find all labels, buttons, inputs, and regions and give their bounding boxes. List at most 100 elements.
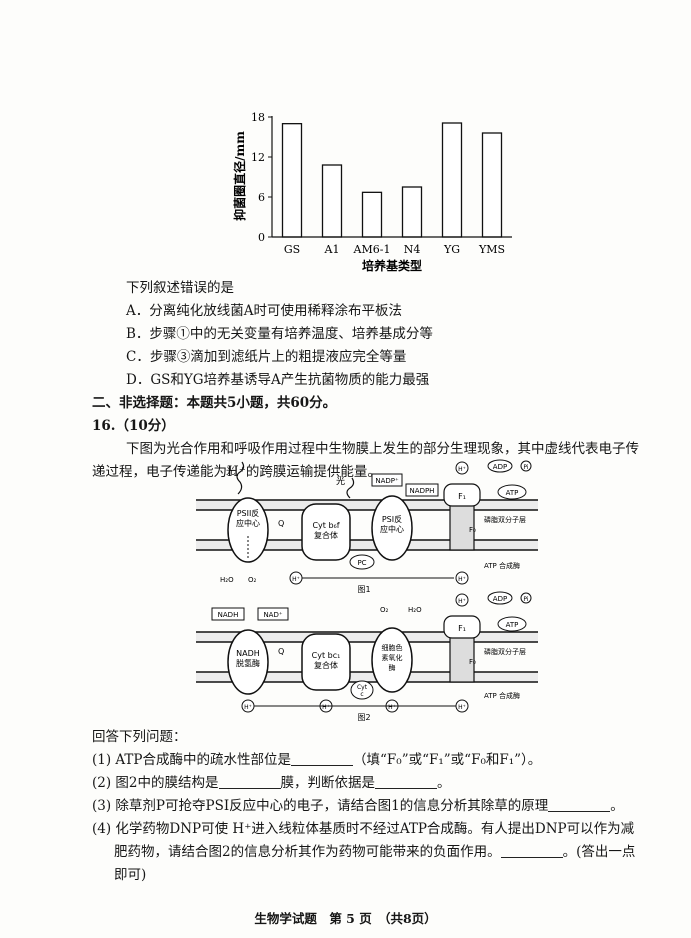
fig2-h2o: H₂O: [408, 606, 422, 614]
x-tick-label: A1: [324, 243, 340, 256]
q16-intro-line1: 下图为光合作用和呼吸作用过程中生物膜上发生的部分生理现象，其中虚线代表电子传: [126, 441, 639, 457]
fig2-pi: Pi: [523, 596, 528, 603]
fig2-nadh: NADH: [218, 611, 239, 619]
q15-stem: 下列叙述错误的是: [126, 280, 234, 296]
fig1-light-label: 光: [226, 465, 235, 477]
fig2-cyt-label: Cyt bc₁: [312, 651, 341, 660]
answer-blank-2a[interactable]: [218, 776, 281, 789]
q16-sub2-mid: 膜，判断依据是: [280, 775, 376, 791]
fig2-nadh-dehydrogenase: [227, 629, 269, 695]
q16-sub3-text: (3) 除草剂P可抢夺PSI反应中心的电子，请结合图1的信息分析其除草的原理: [92, 798, 549, 814]
q15-option-d: D．GS和YG培养基诱导A产生抗菌物质的能力最强: [126, 372, 430, 388]
chart-xlabel: 培养基类型: [362, 258, 422, 273]
fig1-psii-label: PSII反: [237, 508, 260, 518]
y-tick-label: 0: [258, 231, 265, 244]
figure-1-thylakoid: 光 光 PSII反 应中心 Q Cyt b₆f 复合体 PSI反 应中心 PC …: [196, 459, 538, 594]
bar-am6-1: [361, 191, 383, 238]
fig1-atp: ATP: [506, 489, 519, 497]
x-tick-label: N4: [404, 243, 421, 256]
fig2-f0: F₀: [469, 658, 476, 666]
fig1-psi-label-2: 应中心: [380, 524, 404, 534]
fig1-h-top: H⁺: [458, 466, 466, 473]
fig2-cyt-bc1: [301, 633, 351, 691]
section-2-heading: 二、非选择题：本题共5小题，共60分。: [92, 395, 337, 411]
fig2-cox-label: 细胞色: [382, 643, 403, 652]
fig2-cox-label-2: 素氧化: [382, 653, 403, 662]
fig2-cytc-label-2: c: [360, 691, 363, 698]
answer-blank-4[interactable]: [500, 845, 563, 858]
x-tick-label: YMS: [478, 243, 505, 256]
fig1-psi-center: [371, 495, 413, 561]
answer-blank-1[interactable]: [291, 753, 354, 766]
x-tick-label: AM6-1: [353, 243, 391, 256]
fig1-h-bottom: H⁺: [458, 576, 466, 583]
fig1-pc-label: PC: [357, 559, 366, 567]
fig1-nadph: NADPH: [410, 487, 435, 495]
x-tick-label: GS: [284, 243, 300, 256]
fig2-f1: F₁: [458, 624, 466, 633]
q16-sub4-text: 肥药物，请结合图2的信息分析其作为药物可能带来的负面作用。: [114, 844, 501, 860]
bar-gs: [281, 123, 303, 238]
fig2-cyt-c: [350, 680, 374, 700]
figure-2-mitochondria: NADH NAD⁺ NADH 脱氢酶 Q Cyt bc₁ 复合体 细胞色 素氧化…: [196, 591, 538, 722]
fig1-psii-center: [227, 497, 269, 563]
y-tick-label: 12: [251, 151, 265, 164]
fig2-atp: ATP: [506, 621, 519, 629]
fig2-cox-label-3: 酶: [389, 663, 396, 672]
fig1-cyt-label: Cyt b₆f: [312, 521, 339, 530]
q16-sub4-line3: 即可): [114, 867, 147, 883]
q16-header: 16.（10分）: [92, 418, 175, 434]
fig1-light-label-2: 光: [336, 475, 345, 487]
fig2-nadhdh-label-2: 脱氢酶: [236, 658, 260, 668]
answer-blank-3[interactable]: [548, 799, 611, 812]
q16-sub4-line2: 肥药物，请结合图2的信息分析其作为药物可能带来的负面作用。 。(答出一点: [114, 844, 636, 861]
fig2-h-1: H⁺: [244, 704, 252, 711]
fig2-cytc-label: Cyt: [357, 684, 368, 691]
fig2-nad: NAD⁺: [263, 611, 282, 619]
q16-sub2: (2) 图2中的膜结构是 膜，判断依据是 。: [92, 775, 451, 792]
fig1-h-mid: H⁺: [292, 576, 300, 583]
fig1-atpase-label: ATP 合成酶: [484, 561, 520, 570]
fig2-cyt-label-2: 复合体: [314, 660, 338, 670]
fig1-membrane-label: 磷脂双分子层: [484, 515, 526, 524]
y-tick-label: 6: [258, 191, 265, 204]
bar-yg: [441, 122, 463, 238]
fig1-nadp: NADP⁺: [375, 477, 399, 485]
fig2-adp: ADP: [493, 595, 507, 603]
fig1-f1: F₁: [458, 492, 466, 501]
fig1-caption: 图1: [357, 585, 370, 594]
q16-sub2-text: (2) 图2中的膜结构是: [92, 775, 219, 791]
x-tick-label: YG: [443, 243, 460, 256]
q16-sub2-end: 。: [437, 775, 451, 791]
fig2-cytochrome-oxidase: [371, 627, 413, 693]
fig2-h-2: H⁺: [322, 704, 330, 711]
fig2-caption: 图2: [357, 713, 370, 722]
q16-sub3-end: 。: [610, 798, 624, 814]
q16-sub1: (1) ATP合成酶中的疏水性部位是（填“F₀”或“F₁”或“F₀和F₁”）。: [92, 752, 541, 769]
fig2-nadhdh-label: NADH: [236, 649, 260, 658]
fig1-psi-label: PSI反: [382, 514, 402, 524]
fig1-f0: F₀: [469, 526, 476, 534]
chart-ylabel: 抑菌圈直径/mm: [232, 131, 247, 221]
q15-option-a: A．分离纯化放线菌A时可使用稀释涂布平板法: [126, 303, 402, 319]
fig2-q: Q: [278, 647, 284, 656]
q16-intro-line2: 递过程，电子传递能为H⁺的跨膜运输提供能量。: [92, 464, 381, 480]
bar-yms: [481, 132, 503, 238]
answer-blank-2b[interactable]: [375, 776, 438, 789]
fig2-h-3: H⁺: [388, 704, 396, 711]
q15-option-c: C．步骤③滴加到滤纸片上的粗提液应完全等量: [126, 349, 407, 365]
bar-a1: [321, 164, 343, 238]
fig1-q: Q: [278, 519, 284, 528]
q16-ask: 回答下列问题：: [92, 729, 187, 745]
q15-option-b: B．步骤①中的无关变量有培养温度、培养基成分等: [126, 326, 433, 342]
page-footer: 生物学试题 第 5 页 （共8页）: [254, 911, 437, 926]
fig1-psii-label-2: 应中心: [236, 518, 260, 528]
bar-n4: [401, 186, 423, 238]
fig2-o2: O₂: [380, 606, 389, 614]
fig1-cyt-label-2: 复合体: [314, 530, 338, 540]
fig2-membrane-label: 磷脂双分子层: [484, 647, 526, 656]
q16-sub4-tail: 。(答出一点: [562, 844, 636, 860]
fig1-adp: ADP: [493, 463, 507, 471]
fig1-pi: Pi: [523, 464, 528, 471]
